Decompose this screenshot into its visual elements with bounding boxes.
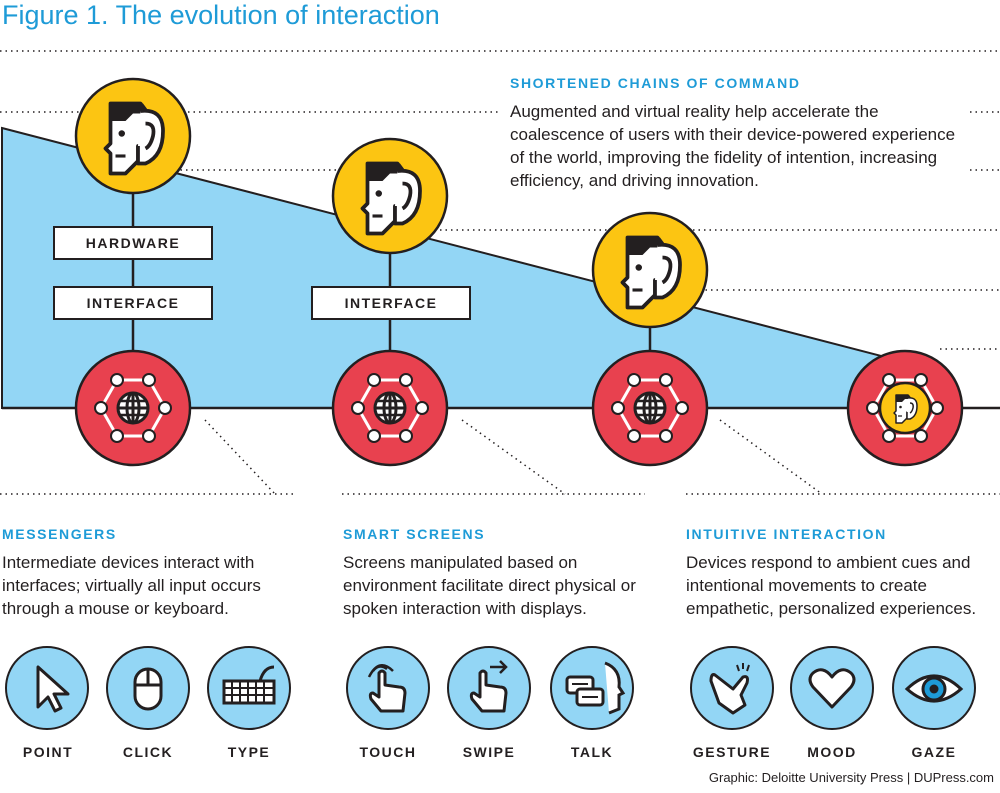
dotted-guides — [0, 50, 1000, 495]
globe-icon — [373, 391, 407, 425]
talk-icon — [550, 646, 634, 730]
mode-label-touch: TOUCH — [359, 744, 417, 760]
eye-icon — [892, 646, 976, 730]
mode-label-gaze: GAZE — [911, 744, 957, 760]
user-node-3 — [591, 211, 709, 329]
mode-label-point: POINT — [22, 744, 74, 760]
swipe-icon — [447, 646, 531, 730]
interface-box-2: INTERFACE — [311, 286, 471, 320]
section-body-messengers: Intermediate devices interact with inter… — [2, 553, 261, 618]
mouse-icon — [106, 646, 190, 730]
device-node-2 — [331, 349, 449, 467]
mode-label-type: TYPE — [227, 744, 271, 760]
keyboard-icon — [207, 646, 291, 730]
device-node-4 — [846, 349, 964, 467]
device-node-3 — [591, 349, 709, 467]
mode-label-click: CLICK — [122, 744, 174, 760]
section-heading-intuitive: INTUITIVE INTERACTION — [686, 526, 887, 542]
gesture-icon — [690, 646, 774, 730]
device-node-1 — [74, 349, 192, 467]
globe-icon — [116, 391, 150, 425]
section-body-intuitive: Devices respond to ambient cues and inte… — [686, 553, 977, 618]
credit-line: Graphic: Deloitte University Press | DUP… — [708, 770, 994, 785]
section-heading-messengers: MESSENGERS — [2, 526, 117, 542]
interface-box-1: INTERFACE — [53, 286, 213, 320]
heart-icon — [790, 646, 874, 730]
touch-icon — [346, 646, 430, 730]
top-section-heading: SHORTENED CHAINS OF COMMAND — [510, 75, 801, 91]
mode-label-mood: MOOD — [807, 744, 857, 760]
mode-label-gesture: GESTURE — [692, 744, 772, 760]
section-heading-smart-screens: SMART SCREENS — [343, 526, 486, 542]
section-body-smart-screens: Screens manipulated based on environment… — [343, 553, 636, 618]
top-section-body: Augmented and virtual reality help accel… — [510, 102, 956, 190]
cursor-icon — [5, 646, 89, 730]
globe-icon — [633, 391, 667, 425]
mode-label-swipe: SWIPE — [462, 744, 516, 760]
hardware-box: HARDWARE — [53, 226, 213, 260]
user-node-1 — [74, 77, 192, 195]
figure-title: Figure 1. The evolution of interaction — [2, 0, 440, 30]
user-node-2 — [331, 137, 449, 255]
mode-label-talk: TALK — [570, 744, 614, 760]
